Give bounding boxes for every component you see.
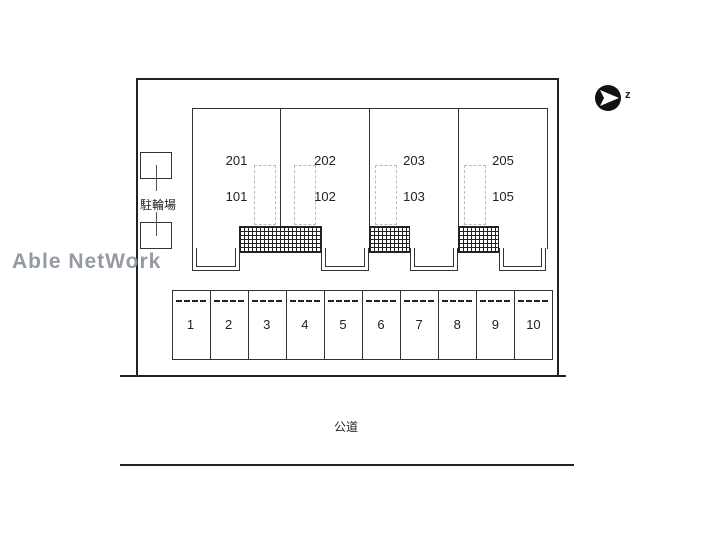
parking-number: 9 bbox=[491, 317, 499, 332]
stair-landing bbox=[369, 226, 410, 253]
stairs bbox=[254, 165, 276, 225]
bike-parking-label: 駐輪場 bbox=[140, 198, 177, 212]
stairs bbox=[375, 165, 397, 225]
parking-space: 6 bbox=[362, 291, 402, 359]
parking-space: 10 bbox=[514, 291, 552, 359]
parking-line bbox=[366, 300, 397, 302]
unit-number-lower: 102 bbox=[314, 189, 336, 204]
parking-line bbox=[251, 300, 282, 302]
unit-number-upper: 202 bbox=[314, 153, 336, 168]
balcony bbox=[321, 248, 369, 271]
parking-number: 8 bbox=[453, 317, 461, 332]
parking-line bbox=[289, 300, 320, 302]
unit-number-upper: 201 bbox=[225, 153, 248, 168]
unit-number-lower: 103 bbox=[403, 189, 425, 204]
stair-landing bbox=[239, 226, 322, 253]
parking-line bbox=[442, 300, 473, 302]
parking-number: 4 bbox=[301, 317, 309, 332]
parking-space: 9 bbox=[476, 291, 516, 359]
unit-number-upper: 205 bbox=[492, 153, 514, 168]
parking-number: 7 bbox=[415, 317, 423, 332]
road-label: 公道 bbox=[334, 420, 359, 434]
parking-space: 3 bbox=[248, 291, 287, 359]
north-arrow-icon bbox=[595, 85, 621, 111]
parking-space: 4 bbox=[286, 291, 325, 359]
stairs bbox=[294, 165, 316, 225]
unit-number-lower: 101 bbox=[225, 189, 248, 204]
parking-number: 6 bbox=[377, 317, 385, 332]
bike-connector bbox=[156, 165, 157, 191]
road-edge-bottom bbox=[120, 464, 574, 466]
parking-number: 2 bbox=[225, 317, 233, 332]
unit-block: 205 105 bbox=[458, 108, 548, 249]
parking-line bbox=[404, 300, 435, 302]
parking-line bbox=[480, 300, 511, 302]
parking-number: 5 bbox=[339, 317, 347, 332]
parking-space: 2 bbox=[210, 291, 249, 359]
balcony bbox=[499, 248, 546, 271]
unit-number-lower: 105 bbox=[492, 189, 514, 204]
parking-line bbox=[518, 300, 549, 302]
parking-space: 8 bbox=[438, 291, 478, 359]
parking-number: 3 bbox=[263, 317, 271, 332]
balcony bbox=[192, 248, 240, 271]
parking-line bbox=[175, 300, 206, 302]
parking-space: 1 bbox=[172, 291, 211, 359]
parking-line bbox=[327, 300, 358, 302]
stairs bbox=[464, 165, 486, 225]
parking-number: 10 bbox=[526, 317, 541, 332]
road-edge-top bbox=[120, 375, 566, 377]
watermark: Able NetWork bbox=[12, 250, 162, 273]
bike-connector bbox=[156, 212, 157, 236]
site-boundary bbox=[136, 78, 559, 377]
unit-number-upper: 203 bbox=[403, 153, 425, 168]
balcony bbox=[410, 248, 458, 271]
parking-lot: 1 2 3 4 5 6 7 8 9 10 bbox=[172, 290, 553, 360]
parking-space: 5 bbox=[324, 291, 363, 359]
north-label: z bbox=[625, 89, 631, 101]
stair-landing bbox=[458, 226, 499, 253]
parking-space: 7 bbox=[400, 291, 440, 359]
parking-line bbox=[213, 300, 244, 302]
parking-number: 1 bbox=[186, 317, 195, 332]
